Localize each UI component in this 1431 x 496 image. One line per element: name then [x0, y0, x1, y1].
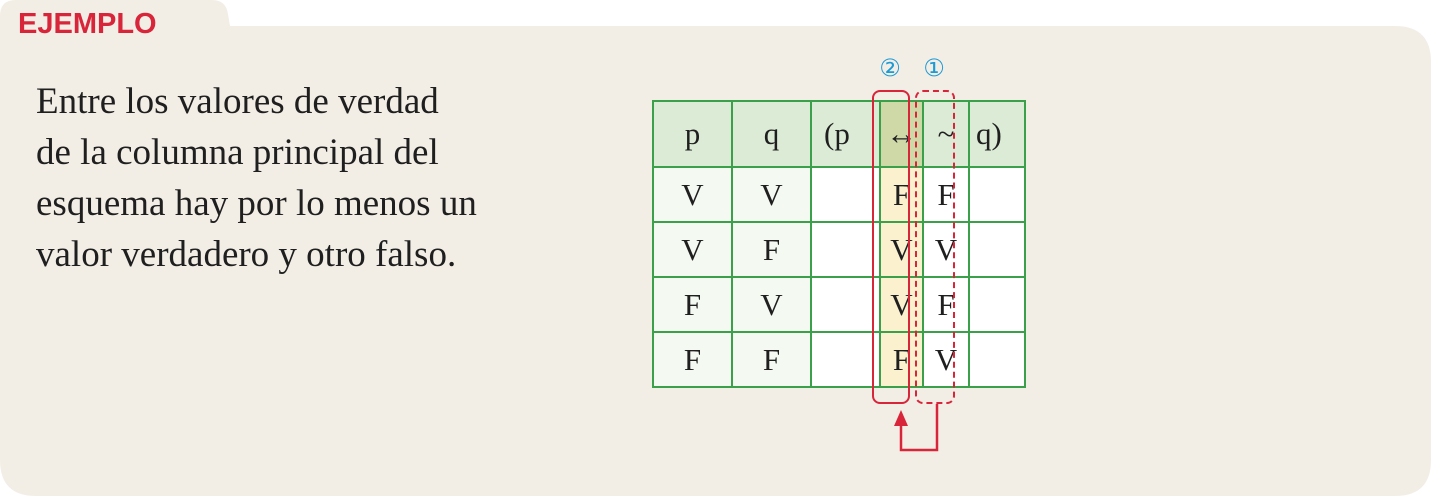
- table-cell: [968, 331, 1026, 388]
- table-cell: F: [731, 221, 812, 278]
- table-cell: V: [731, 276, 812, 333]
- table-cell: [968, 166, 1026, 223]
- principal-column-highlight: [872, 90, 910, 404]
- example-title: EJEMPLO: [18, 8, 157, 40]
- table-cell: [810, 166, 881, 223]
- table-cell: F: [731, 331, 812, 388]
- table-header-row: p q (p ↔ ~ q): [652, 100, 1026, 168]
- header-cell: q: [731, 100, 812, 168]
- table-cell: F: [922, 166, 970, 223]
- table-cell: V: [922, 331, 970, 388]
- table-cell: F: [652, 276, 733, 333]
- header-cell: (p: [810, 100, 881, 168]
- table-cell: V: [922, 221, 970, 278]
- arrow-from-negation-to-principal-icon: [894, 404, 939, 452]
- table-cell: [810, 221, 881, 278]
- text-line: esquema hay por lo menos un: [36, 183, 477, 224]
- table-cell: [968, 276, 1026, 333]
- table-cell: [810, 331, 881, 388]
- table-cell: V: [731, 166, 812, 223]
- table-cell: [968, 221, 1026, 278]
- table-cell: [810, 276, 881, 333]
- table-row: F V V F: [652, 276, 1026, 333]
- table-cell: F: [922, 276, 970, 333]
- table-cell: V: [652, 166, 733, 223]
- step-marker-2: ②: [879, 54, 901, 82]
- table-row: V V F F: [652, 166, 1026, 223]
- table-cell: V: [652, 221, 733, 278]
- header-cell: ~: [922, 100, 970, 168]
- table-row: V F V V: [652, 221, 1026, 278]
- step-marker-1: ①: [923, 54, 945, 82]
- header-cell: p: [652, 100, 733, 168]
- example-text: Entre los valores de verdad de la column…: [36, 76, 596, 280]
- header-cell: q): [968, 100, 1026, 168]
- table-row: F F F V: [652, 331, 1026, 388]
- negation-column-highlight: [915, 90, 955, 404]
- truth-table: p q (p ↔ ~ q) V V F F V F V V F V V F F …: [652, 100, 1026, 388]
- text-line: Entre los valores de verdad: [36, 81, 439, 122]
- table-cell: F: [652, 331, 733, 388]
- text-line: de la columna principal del: [36, 132, 439, 173]
- text-line: valor verdadero y otro falso.: [36, 234, 457, 275]
